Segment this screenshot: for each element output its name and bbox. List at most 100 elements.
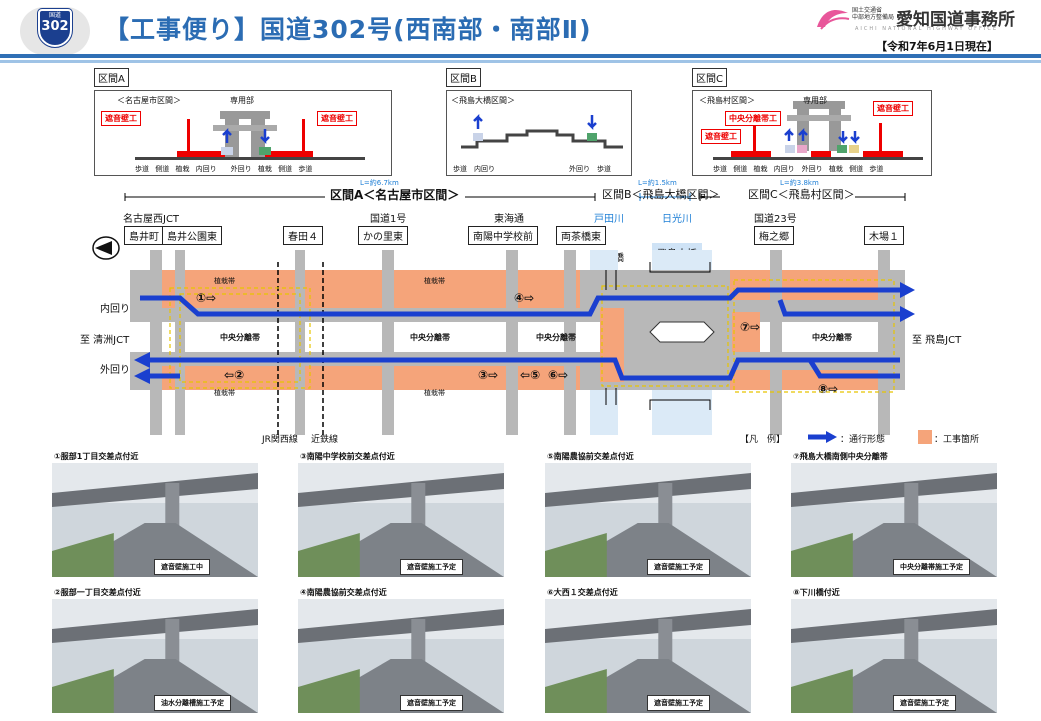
photo-caption: ②服部一丁目交差点付近 — [54, 588, 141, 597]
title-rule-light — [0, 60, 1041, 63]
photo-caption: ①服部1丁目交差点付近 — [54, 452, 139, 461]
station-ryochabashi-higashi: 両茶橋東 — [556, 226, 606, 245]
photo-caption: ⑤南陽農協前交差点付近 — [547, 452, 634, 461]
ministry-name: 国土交通省 中部地方整備局 — [852, 7, 895, 21]
section-b-lanes-right: 外回り 歩道 — [569, 165, 611, 173]
page-title: 【工事便り】国道302号(西南部・南部Ⅱ) — [104, 15, 592, 44]
route-302-shield-icon: 国道 302 — [37, 8, 73, 48]
photo-status-note: 中央分離帯施工予定 — [893, 559, 970, 575]
legend-title: 【凡 例】 — [740, 435, 786, 445]
photo-caption: ③南陽中学校前交差点付近 — [300, 452, 395, 461]
inner-loop-label: 内回り — [100, 304, 130, 315]
photo-caption: ⑦飛島大橋南側中央分離帯 — [793, 452, 888, 461]
section-a-lanes: 歩道 側道 植栽 内回り 外回り 植栽 側道 歩道 — [135, 165, 313, 173]
outer-loop-label: 外回り — [100, 365, 130, 376]
distance-c: L=約3.8km — [780, 179, 819, 187]
legend-flow-label: ：通行形態 — [840, 435, 886, 445]
photo-caption: ⑥大西１交差点付近 — [547, 588, 618, 597]
to-kiyosu-jct: 至 清洲JCT — [80, 335, 130, 346]
legend-flow-arrow-icon — [808, 431, 837, 443]
station-shimai-koen-higashi: 島井公園東 — [162, 226, 222, 245]
place-tokaido: 東海通 — [494, 214, 524, 225]
marker-5: ⇦⑤ — [520, 368, 541, 382]
photo-status-note: 遮音壁施工予定 — [647, 695, 710, 711]
office-name: 愛知国道事務所 — [896, 10, 1015, 30]
marker-4: ④⇨ — [514, 291, 535, 305]
marker-1: ①⇨ — [196, 291, 217, 305]
legend-work-label: ：工事箇所 — [934, 435, 980, 445]
direction-arrow-icon — [92, 236, 120, 260]
section-c-center: 専用部 — [803, 96, 827, 105]
section-a-header: 区間A＜名古屋市区間＞ — [330, 188, 460, 202]
distance-a: L=約6.7km — [360, 179, 399, 187]
office-name-english: AICHI NATIONAL HIGHWAY OFFICE — [855, 26, 999, 32]
marker-8: ⑧⇨ — [818, 382, 839, 396]
station-kiba-1: 木場１ — [864, 226, 904, 245]
section-b-header: 区間B＜飛島大橋区間＞ — [602, 188, 720, 201]
site-photo — [791, 599, 997, 713]
section-a-tag-right: 遮音壁工 — [317, 111, 357, 126]
site-photo — [545, 599, 751, 713]
legend-work-swatch — [918, 430, 932, 444]
photo-status-note: 遮音壁施工予定 — [400, 559, 463, 575]
road-plan-diagram — [130, 250, 915, 435]
marker-3: ③⇨ — [478, 368, 499, 382]
section-c-box: ＜飛島村区間＞ 専用部 遮音壁工 中央分離帯工 遮音壁工 歩道 側道 植栽 内回… — [692, 90, 932, 176]
section-b-box: ＜飛島大橋区間＞ 歩道 内回り 外回り 歩道 — [446, 90, 632, 176]
planting-label-4: 植栽帯 — [424, 389, 445, 397]
median-label-3: 中央分離帯 — [536, 333, 576, 342]
station-nanyo-jhs: 南陽中学校前 — [468, 226, 538, 245]
marker-6: ⑥⇨ — [548, 368, 569, 382]
place-nikko-river: 日光川 — [662, 214, 692, 225]
planting-label-1: 植栽帯 — [214, 277, 235, 285]
planting-label-2: 植栽帯 — [424, 277, 445, 285]
section-b-lanes-left: 歩道 内回り — [453, 165, 495, 173]
place-todagawa: 戸田川 — [594, 214, 624, 225]
section-a-tag-left: 遮音壁工 — [101, 111, 141, 126]
station-shimaicho: 島井町 — [124, 226, 164, 245]
section-c-tag-mid: 中央分離帯工 — [725, 111, 781, 126]
photo-caption: ④南陽農協前交差点付近 — [300, 588, 387, 597]
station-umenogo: 梅之郷 — [754, 226, 794, 245]
as-of-date: 【令和7年6月1日現在】 — [876, 40, 998, 53]
section-c-header: 区間C＜飛島村区間＞ — [748, 188, 855, 201]
section-c-label: 区間C — [692, 68, 727, 87]
place-route-23: 国道23号 — [754, 214, 797, 225]
photo-status-note: 遮音壁施工予定 — [893, 695, 956, 711]
title-rule — [0, 54, 1041, 58]
header: 国道 302 【工事便り】国道302号(西南部・南部Ⅱ) 国土交通省 中部地方整… — [0, 0, 1041, 64]
section-c-tag-right: 遮音壁工 — [873, 101, 913, 116]
route-number: 302 — [41, 19, 69, 34]
marker-2: ⇦② — [224, 368, 245, 382]
section-b-label: 区間B — [446, 68, 481, 87]
photo-status-note: 遮音壁施工予定 — [647, 559, 710, 575]
photo-status-note: 油水分離槽施工予定 — [154, 695, 231, 711]
section-c-tag-left: 遮音壁工 — [701, 129, 741, 144]
office-logo-icon — [817, 9, 850, 30]
section-a-label: 区間A — [94, 68, 129, 87]
section-c-diagram — [713, 101, 923, 160]
place-route-1: 国道1号 — [370, 214, 407, 225]
section-a-diagram — [135, 111, 365, 160]
section-extent-lines — [124, 193, 906, 201]
median-label-2: 中央分離帯 — [410, 333, 450, 342]
station-haruta-4: 春田４ — [283, 226, 323, 245]
section-a-center: 専用部 — [230, 96, 254, 105]
to-tobishima-jct: 至 飛島JCT — [912, 335, 962, 346]
photo-caption: ⑧下川橋付近 — [793, 588, 840, 597]
section-b-diagram — [461, 113, 623, 149]
photo-status-note: 遮音壁施工中 — [154, 559, 210, 575]
marker-7: ⑦⇨ — [740, 320, 761, 334]
distance-b: L=約1.5km — [638, 179, 677, 187]
planting-label-3: 植栽帯 — [214, 389, 235, 397]
section-b-name: ＜飛島大橋区間＞ — [451, 96, 515, 105]
median-label-4: 中央分離帯 — [812, 333, 852, 342]
section-c-name: ＜飛島村区間＞ — [699, 96, 755, 105]
route-shield-top: 国道 — [48, 12, 61, 19]
place-nagoya-nishi-jct: 名古屋西JCT — [123, 214, 180, 225]
section-c-lanes: 歩道 側道 植栽 内回り 外回り 植栽 側道 歩道 — [713, 165, 884, 173]
section-a-name: ＜名古屋市区間＞ — [117, 96, 181, 105]
median-label-1: 中央分離帯 — [220, 333, 260, 342]
station-kanosato-higashi: かの里東 — [358, 226, 408, 245]
